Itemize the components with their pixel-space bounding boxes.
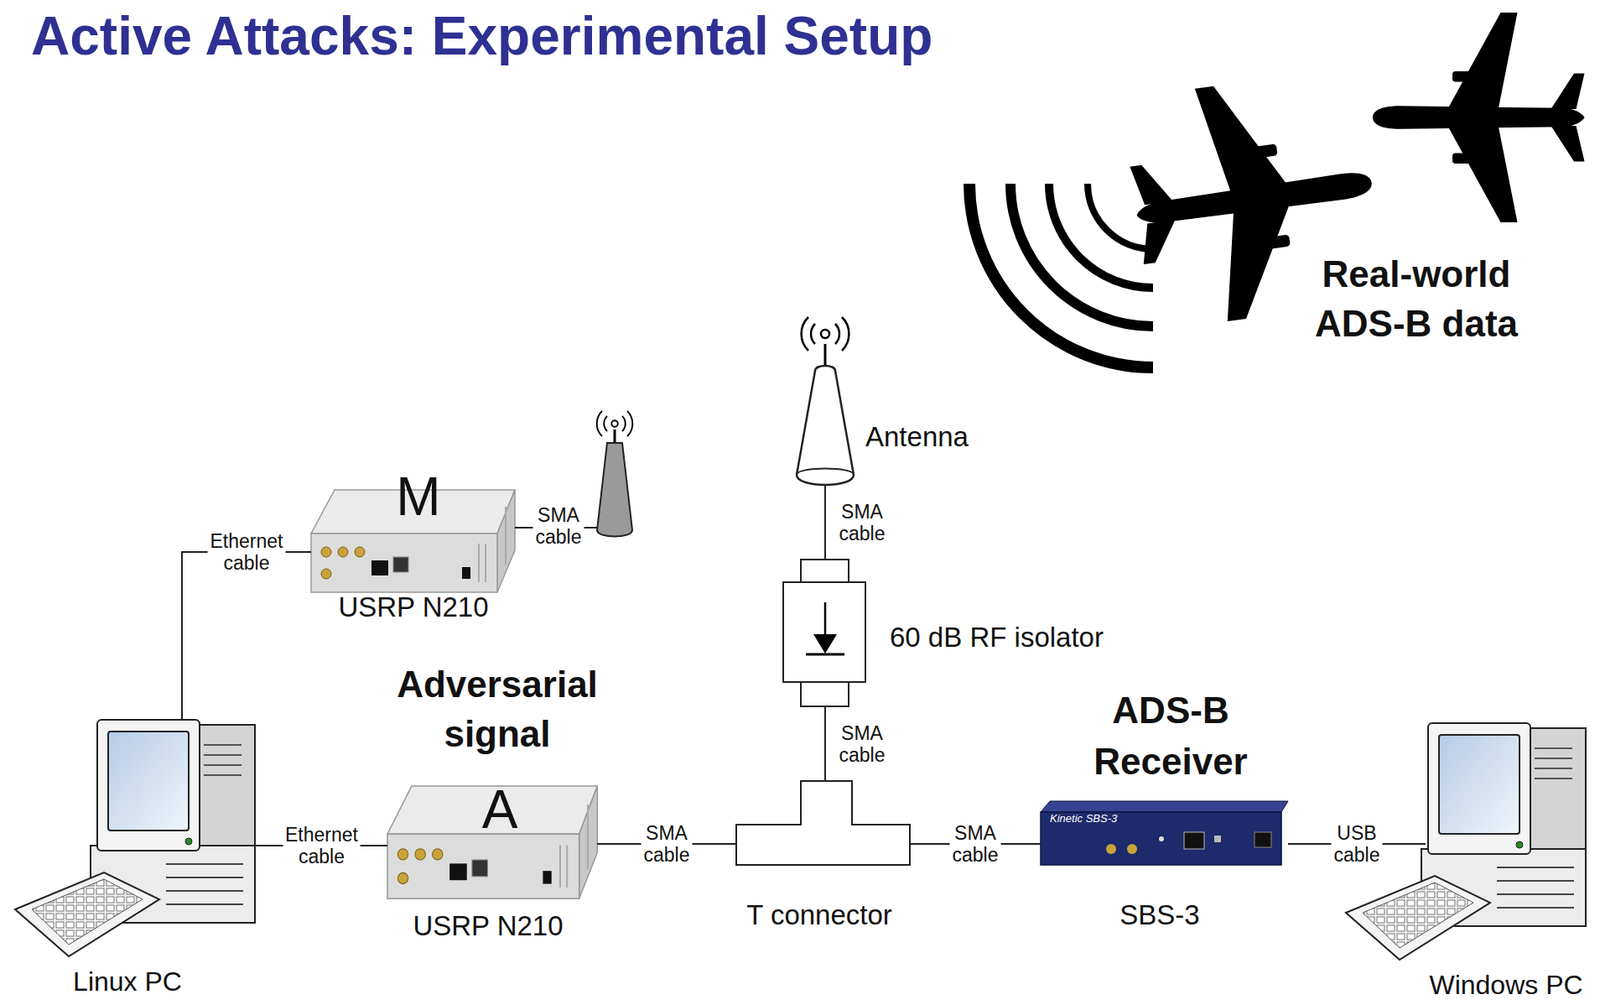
node-label: T connector: [746, 898, 893, 932]
annotation: Adversarial signal: [358, 659, 636, 759]
main-antenna: [796, 316, 854, 485]
usrp-node: AUSRP N210: [387, 785, 598, 899]
cable-line: [824, 706, 826, 781]
radio-waves: [969, 183, 1154, 368]
cable-label: Ethernet cable: [207, 529, 286, 576]
usrp-node: MUSRP N210: [311, 489, 515, 593]
node-label: A: [482, 777, 519, 842]
cable-line: [181, 551, 312, 720]
cable-label: SMA cable: [950, 820, 1002, 868]
title: Active Attacks: Experimental Setup: [31, 5, 933, 68]
cable-label: USB cable: [1331, 820, 1383, 868]
pc-node: Windows PC: [1425, 722, 1590, 965]
pc-node: Linux PC: [15, 719, 256, 963]
receiver-node: ADS-B ReceiverSBS-3: [1040, 800, 1289, 865]
node-label: 60 dB RF isolator: [889, 620, 1104, 655]
pc-icon: [15, 719, 255, 956]
node-label: ADS-B Receiver: [1070, 685, 1272, 787]
cable-label: SMA cable: [836, 720, 889, 767]
node-label: SBS-3: [1119, 898, 1200, 932]
device-brand: Kinetic SBS-3: [1049, 812, 1117, 825]
cable-label: SMA cable: [836, 498, 889, 546]
node-label: Windows PC: [1428, 968, 1583, 1001]
cable-line: [824, 484, 826, 560]
antenna-node: Antenna: [792, 311, 858, 485]
node-label: Linux PC: [72, 965, 182, 998]
node-label: M: [395, 464, 441, 530]
node-label: Antenna: [865, 420, 969, 454]
t-connector: [736, 780, 910, 865]
node-label: USRP N210: [337, 590, 489, 624]
cable-label: SMA cable: [533, 503, 585, 550]
airplane: [1372, 12, 1585, 223]
node-label: USRP N210: [412, 909, 563, 943]
connector-node: T connector: [736, 780, 910, 865]
cable-label: SMA cable: [641, 820, 693, 868]
annotation: Real-world ADS-B data: [1290, 249, 1543, 349]
sbs3-device: [1040, 800, 1289, 865]
rf-isolator: [783, 559, 866, 707]
isolator-node: 60 dB RF isolator: [783, 559, 866, 707]
cable-label: Ethernet cable: [282, 822, 361, 869]
